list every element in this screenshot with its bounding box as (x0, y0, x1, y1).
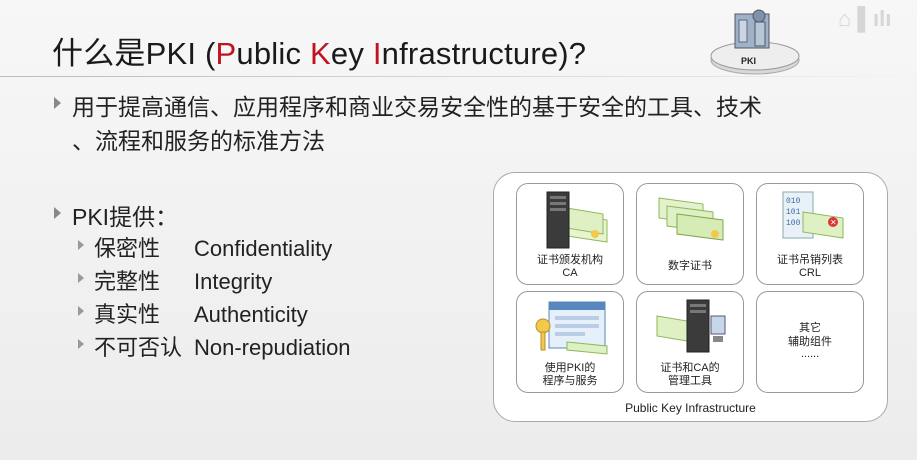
sub-arrow-icon (78, 306, 84, 316)
bullet-pki-provides: PKI提供： (72, 204, 179, 230)
diagram-cell-other: 其它 辅助组件 ...... (756, 291, 864, 393)
pki-badge-label: PKI (741, 56, 757, 66)
diagram-cell-crl: 010 101 100 ✕ 证书吊销列表 CRL (756, 183, 864, 285)
watermark-logo: ⌂ ▌ılı (838, 6, 892, 31)
cell-label-line2: CA (562, 267, 578, 279)
server-certificate-icon (546, 191, 608, 249)
svg-text:100: 100 (786, 219, 801, 228)
cell-label-line1: 证书颁发机构 (537, 254, 603, 266)
cell-label-line1: 使用PKI的 (544, 362, 596, 374)
diagram-cell-management-tools: 证书和CA的 管理工具 (636, 291, 744, 393)
cell-label-line2: CRL (798, 267, 821, 279)
slide-title: 什么是PKI (Public Key Infrastructure)? (52, 36, 587, 71)
cell-label-line3: ...... (800, 348, 820, 360)
diagram-cell-certificates: 数字证书 (636, 183, 744, 285)
cell-label-line1: 其它 (799, 322, 821, 334)
diagram-caption: Public Key Infrastructure (625, 401, 756, 415)
svg-text:✕: ✕ (830, 218, 837, 227)
revocation-list-icon: 010 101 100 ✕ (782, 191, 844, 239)
cell-label-line2: 程序与服务 (542, 375, 598, 387)
certificates-icon (658, 197, 724, 241)
title-divider (0, 76, 917, 77)
pki-diagram: 证书颁发机构 CA 数字证书 010 101 100 ✕ 证书吊销列表 CRL (493, 172, 888, 422)
cell-label-line1: 证书和CA的 (660, 362, 720, 374)
bullet-arrow-icon (54, 97, 61, 109)
cell-label-line1: 证书吊销列表 (777, 254, 843, 266)
sub-arrow-icon (78, 273, 84, 283)
application-key-icon (535, 301, 608, 355)
sub-arrow-icon (78, 339, 84, 349)
diagram-cell-ca: 证书颁发机构 CA (516, 183, 624, 285)
svg-text:101: 101 (786, 208, 801, 217)
bullet-arrow-icon (54, 207, 61, 219)
pki-badge-icon (710, 9, 800, 75)
sub-arrow-icon (78, 240, 84, 250)
cell-label-line1: 数字证书 (668, 260, 712, 272)
bullet-definition-line1: 用于提高通信、应用程序和商业交易安全性的基于安全的工具、技术 (72, 94, 762, 120)
cell-label-line2: 辅助组件 (788, 336, 832, 348)
bullet-definition-line2: 、流程和服务的标准方法 (72, 128, 325, 154)
svg-text:010: 010 (786, 197, 801, 206)
management-tools-icon (656, 299, 726, 353)
cell-label-line2: 管理工具 (668, 375, 712, 387)
diagram-cell-applications: 使用PKI的 程序与服务 (516, 291, 624, 393)
